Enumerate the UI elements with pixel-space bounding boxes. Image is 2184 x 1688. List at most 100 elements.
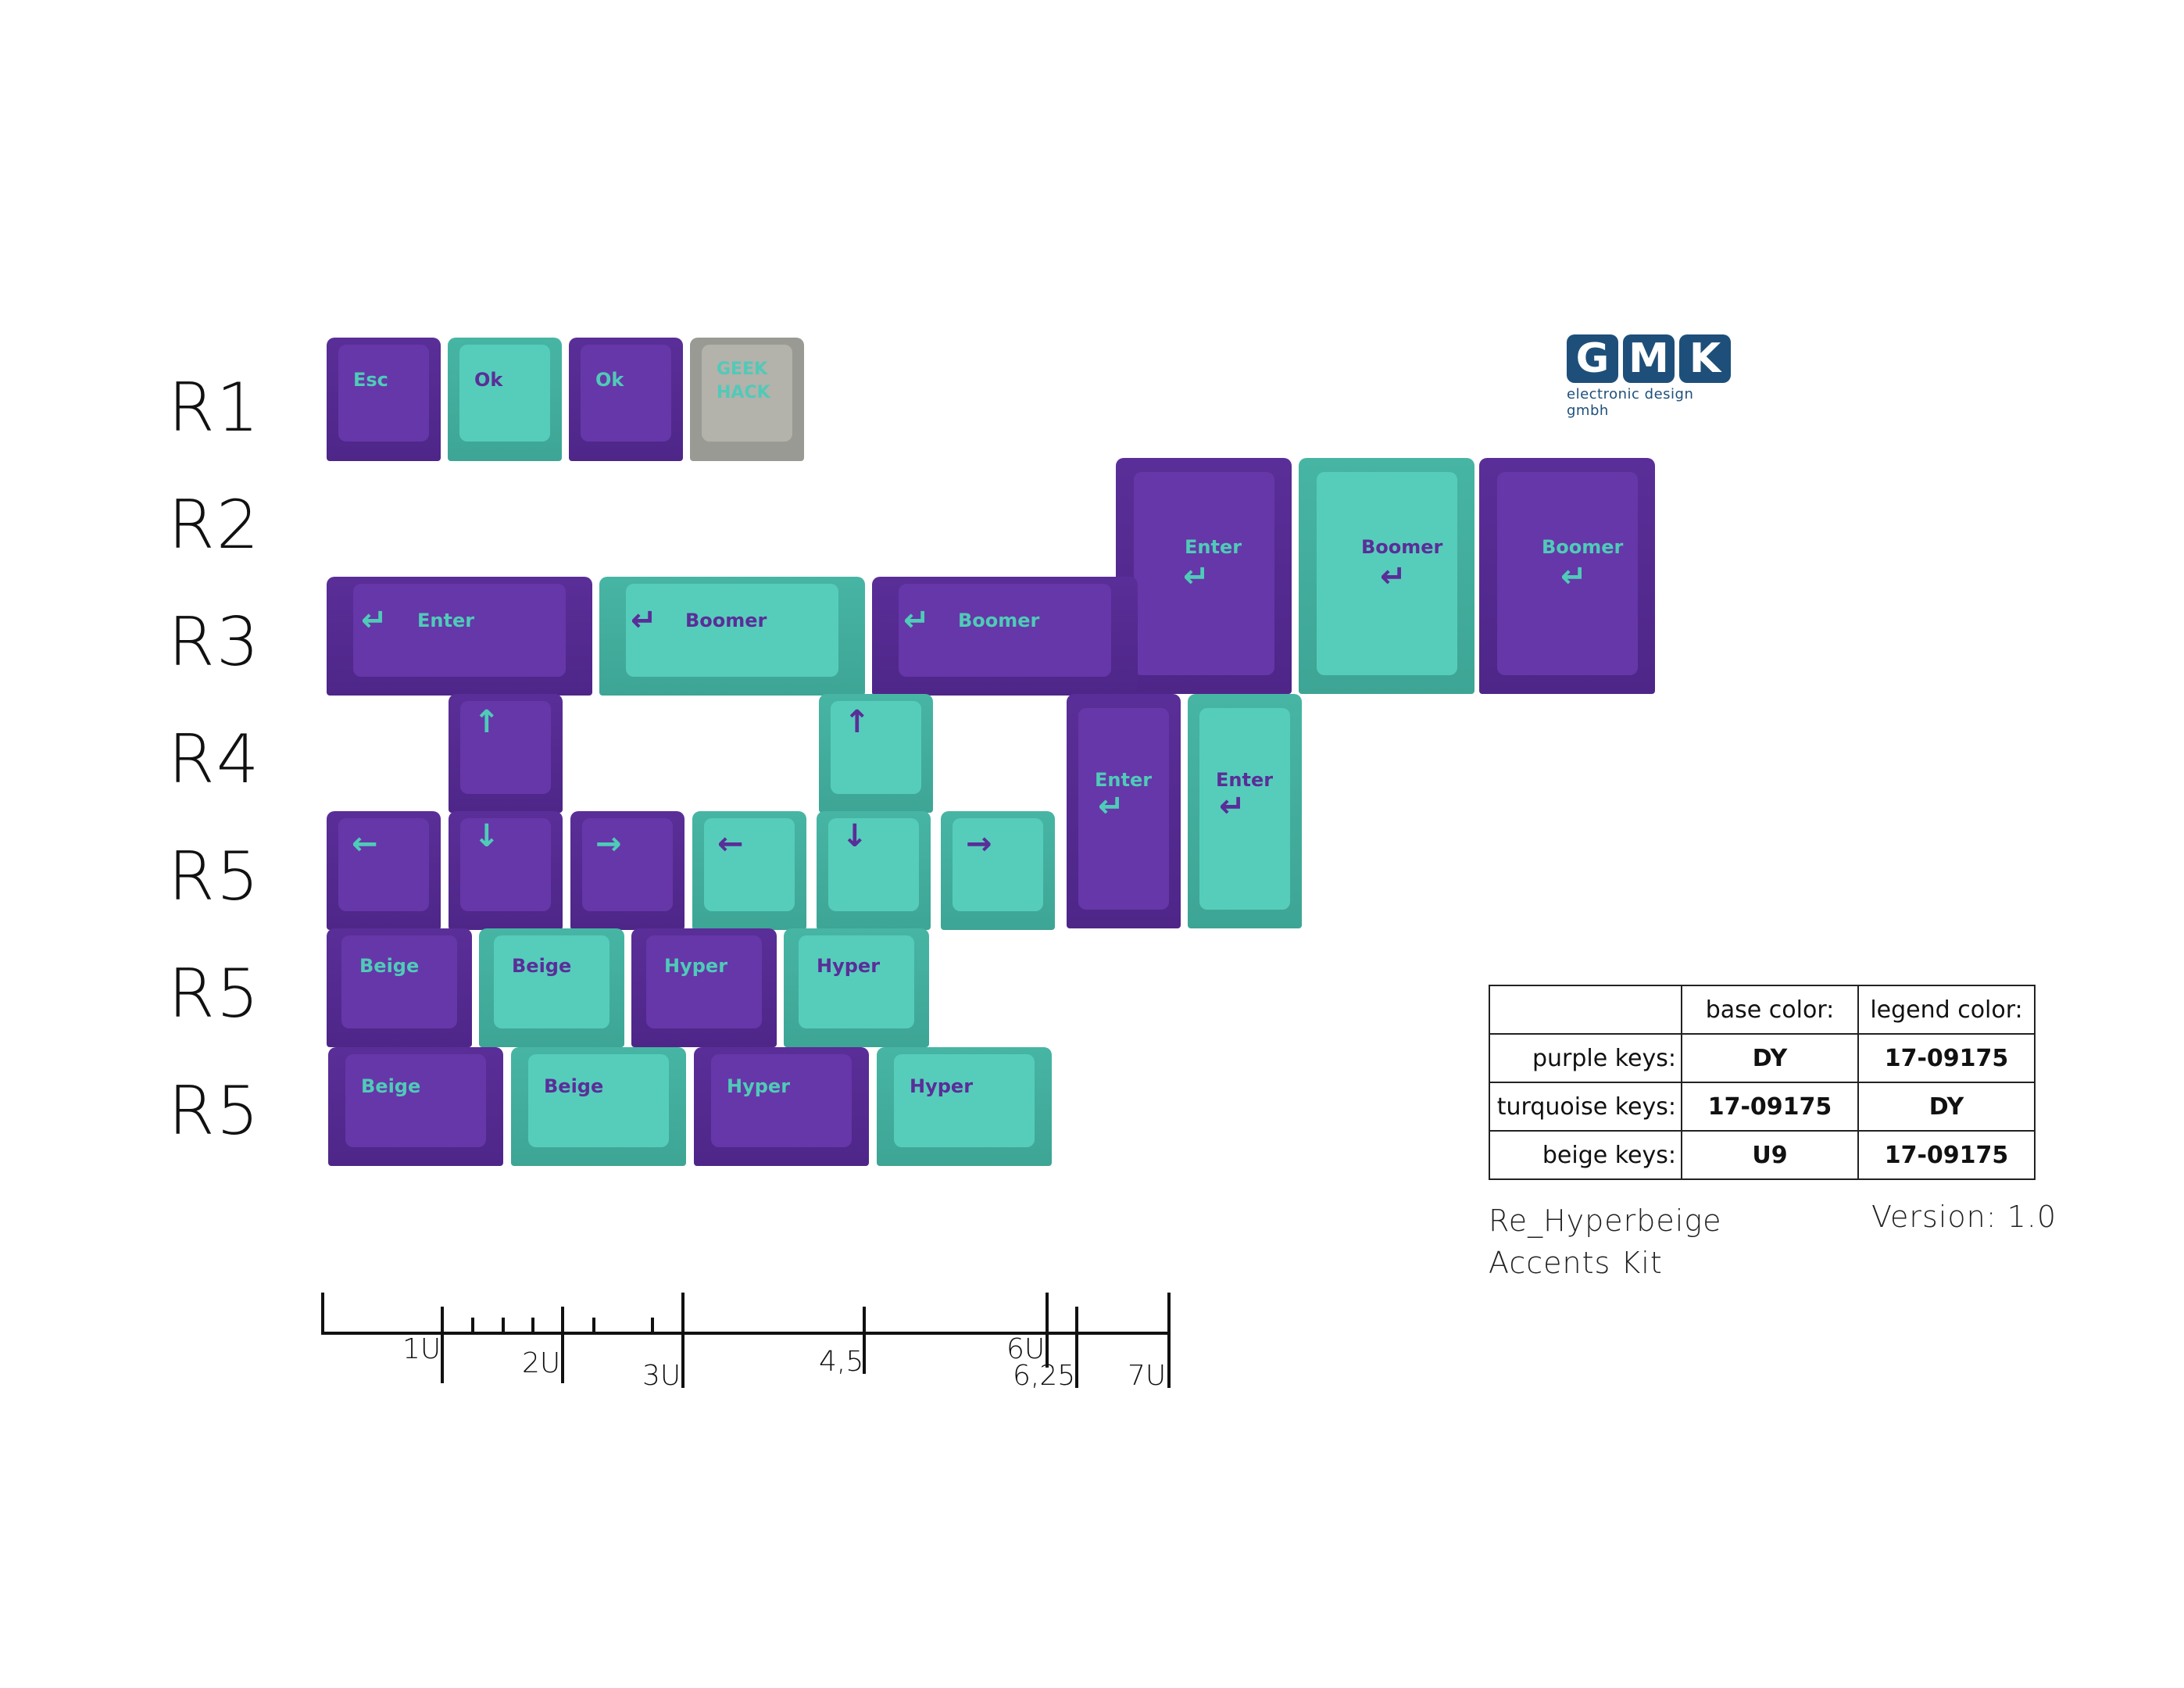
key-legend: Enter — [417, 610, 475, 631]
row-label-r1: R1 — [168, 369, 261, 447]
key-legend: Boomer — [685, 610, 767, 631]
table-cell: 17-09175 — [1857, 1033, 2036, 1083]
key-legend: Ok — [595, 369, 624, 391]
kit-name-line2: Accents Kit — [1489, 1246, 1663, 1280]
key-geekhack: GEEK HACK — [690, 338, 804, 461]
table-cell: purple keys: — [1489, 1033, 1682, 1083]
arrow-left-icon: ← — [717, 826, 744, 862]
key-ok-purple: Ok — [569, 338, 683, 461]
key-legend: Beige — [512, 955, 572, 977]
key-up-purple: ↑ — [449, 694, 563, 813]
return-arrow-icon: ↵ — [1098, 789, 1124, 824]
arrow-down-icon: ↓ — [474, 818, 500, 854]
key-beige-15-turquoise: Beige — [511, 1047, 686, 1166]
ruler-label-1u: 1U — [402, 1333, 441, 1365]
arrow-right-icon: → — [966, 826, 992, 862]
key-legend: Hyper — [817, 955, 881, 977]
table-header: legend color: — [1857, 985, 2036, 1035]
ruler-label-6u: 6U — [1006, 1333, 1046, 1365]
row-label-r5c: R5 — [168, 1072, 261, 1150]
arrow-right-icon: → — [595, 826, 622, 862]
key-legend: Beige — [361, 1075, 421, 1097]
unit-ruler — [321, 1293, 1171, 1388]
key-iso-boomer-purple: Boomer ↵ — [1479, 458, 1655, 694]
key-legend: Boomer — [958, 610, 1040, 631]
arrow-up-icon: ↑ — [844, 704, 870, 740]
table-cell — [1489, 985, 1682, 1035]
key-legend: GEEK HACK — [717, 359, 770, 402]
key-left-turquoise: ← — [692, 811, 806, 930]
key-legend: Hyper — [727, 1075, 791, 1097]
key-vertical-enter-purple: Enter ↵ — [1067, 694, 1181, 928]
ruler-label-4-5u: 4,5 — [819, 1346, 864, 1378]
table-cell: 17-09175 — [1681, 1082, 1859, 1132]
logo-letter: K — [1679, 334, 1731, 383]
table-row: purple keys: DY 17-09175 — [1489, 1033, 2036, 1083]
key-esc: Esc — [327, 338, 441, 461]
key-enter-225-purple: ↵ Enter — [327, 577, 592, 696]
key-right-turquoise: → — [941, 811, 1055, 930]
key-iso-enter-purple: Enter ↵ — [1116, 458, 1292, 694]
key-legend: Enter — [1095, 769, 1153, 791]
table-cell: DY — [1681, 1033, 1859, 1083]
key-hyper-125-turquoise: Hyper — [784, 928, 929, 1047]
row-label-r5a: R5 — [168, 838, 261, 916]
key-legend: Ok — [474, 369, 503, 391]
logo-subtitle: electronic design gmbh — [1567, 386, 1694, 419]
return-arrow-icon: ↵ — [1380, 559, 1407, 595]
key-legend: Beige — [544, 1075, 604, 1097]
ruler-label-6-25u: 6,25 — [1013, 1360, 1076, 1392]
table-header-row: base color: legend color: — [1489, 985, 2036, 1035]
gmk-logo-mark: G M K — [1567, 334, 1739, 383]
return-arrow-icon: ↵ — [361, 603, 388, 638]
key-up-turquoise: ↑ — [819, 694, 933, 813]
ruler-label-3u: 3U — [642, 1360, 681, 1392]
key-hyper-125-purple: Hyper — [631, 928, 777, 1047]
key-legend: Esc — [353, 369, 388, 391]
table-cell: 17-09175 — [1857, 1130, 2036, 1180]
key-down-turquoise: ↓ — [817, 811, 931, 930]
arrow-up-icon: ↑ — [474, 704, 500, 740]
arrow-down-icon: ↓ — [842, 818, 868, 854]
ruler-label-7u: 7U — [1128, 1360, 1167, 1392]
key-ok-turquoise: Ok — [448, 338, 562, 461]
key-legend: Beige — [359, 955, 420, 977]
kit-name: Re_Hyperbeige Accents Kit — [1489, 1200, 1722, 1284]
key-hyper-15-purple: Hyper — [694, 1047, 869, 1166]
key-beige-125-turquoise: Beige — [479, 928, 624, 1047]
version-label: Version: 1.0 — [1871, 1200, 2057, 1234]
table-cell: turquoise keys: — [1489, 1082, 1682, 1132]
row-label-r4: R4 — [168, 721, 261, 799]
table-row: beige keys: U9 17-09175 — [1489, 1130, 2036, 1180]
key-hyper-15-turquoise: Hyper — [877, 1047, 1052, 1166]
return-arrow-icon: ↵ — [1219, 789, 1246, 824]
key-beige-125-purple: Beige — [327, 928, 472, 1047]
logo-letter: M — [1623, 334, 1675, 383]
row-label-r3: R3 — [168, 603, 261, 681]
gmk-logo: G M K electronic design gmbh — [1567, 334, 1739, 419]
color-table: base color: legend color: purple keys: D… — [1489, 985, 2036, 1180]
row-label-r2: R2 — [168, 486, 261, 564]
key-boomer-225-turquoise: ↵ Boomer — [599, 577, 865, 696]
arrow-left-icon: ← — [352, 826, 378, 862]
ruler-label-2u: 2U — [522, 1347, 561, 1379]
return-arrow-icon: ↵ — [903, 603, 930, 638]
table-cell: U9 — [1681, 1130, 1859, 1180]
key-iso-boomer-turquoise: Boomer ↵ — [1299, 458, 1474, 694]
key-legend: Enter — [1185, 536, 1242, 558]
key-legend: Enter — [1216, 769, 1274, 791]
return-arrow-icon: ↵ — [1560, 559, 1587, 595]
logo-letter: G — [1567, 334, 1618, 383]
table-cell: DY — [1857, 1082, 2036, 1132]
key-legend: Hyper — [664, 955, 728, 977]
return-arrow-icon: ↵ — [1183, 559, 1210, 595]
kit-name-line1: Re_Hyperbeige — [1489, 1203, 1722, 1238]
table-cell: beige keys: — [1489, 1130, 1682, 1180]
key-legend: Hyper — [910, 1075, 974, 1097]
key-legend: Boomer — [1542, 536, 1624, 558]
key-left-purple: ← — [327, 811, 441, 930]
table-row: turquoise keys: 17-09175 DY — [1489, 1082, 2036, 1132]
table-header: base color: — [1681, 985, 1859, 1035]
row-label-r5b: R5 — [168, 955, 261, 1033]
key-legend: Boomer — [1361, 536, 1443, 558]
